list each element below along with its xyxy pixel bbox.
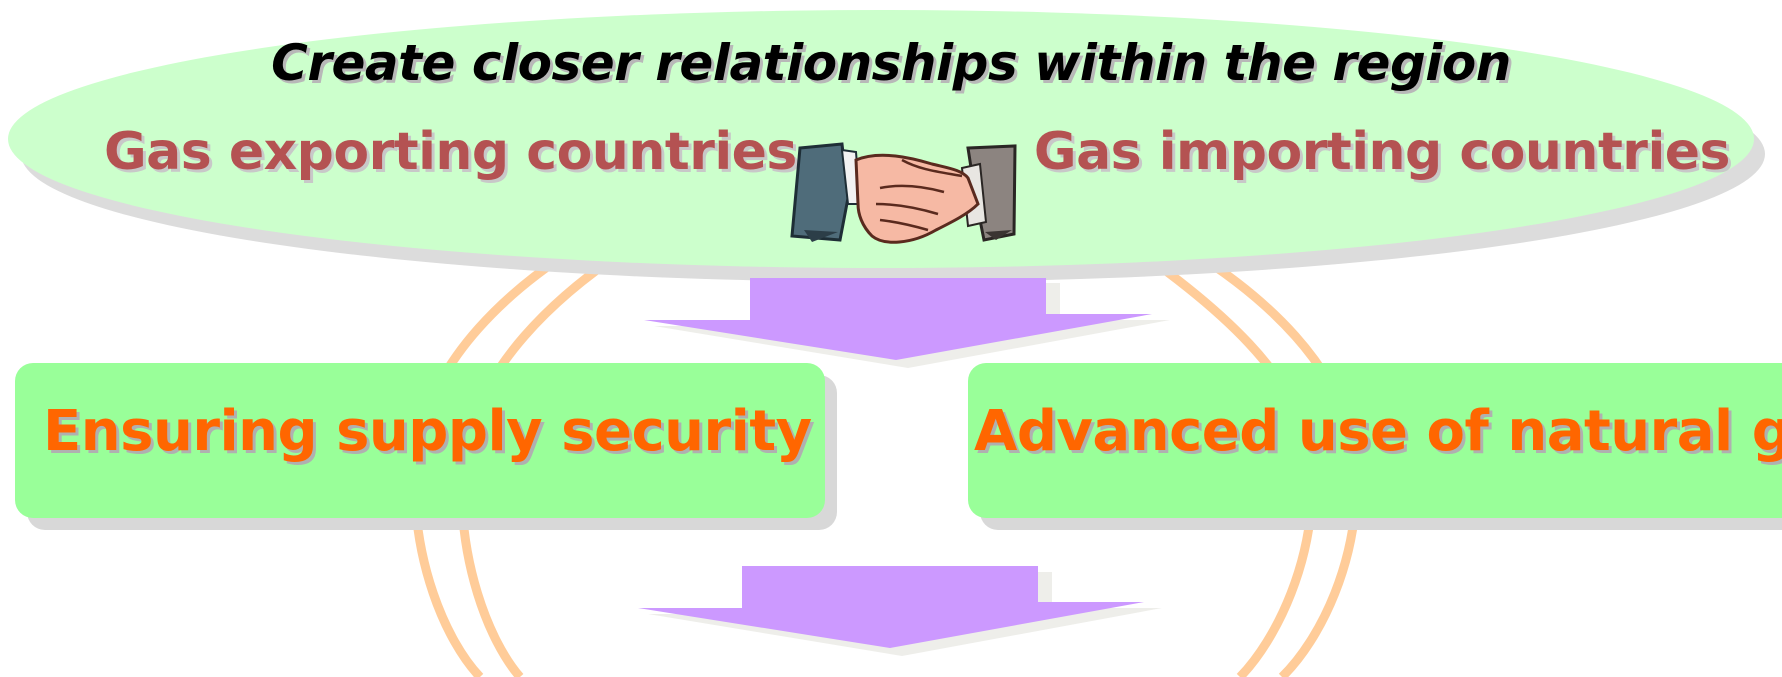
supply-security-box: Ensuring supply security — [15, 363, 825, 518]
natural-gas-use-label: Advanced use of natural gas — [974, 399, 1782, 464]
page-title: Create closer relationships within the r… — [271, 34, 1511, 92]
importing-countries-label: Gas importing countries — [1033, 122, 1731, 182]
down-arrow-icon — [644, 278, 1170, 368]
natural-gas-use-box: Advanced use of natural gas — [968, 363, 1782, 518]
down-arrow-icon — [638, 566, 1162, 656]
ellipse-body — [8, 10, 1754, 268]
supply-security-label: Ensuring supply security — [43, 399, 812, 464]
exporting-countries-label: Gas exporting countries — [104, 122, 797, 182]
